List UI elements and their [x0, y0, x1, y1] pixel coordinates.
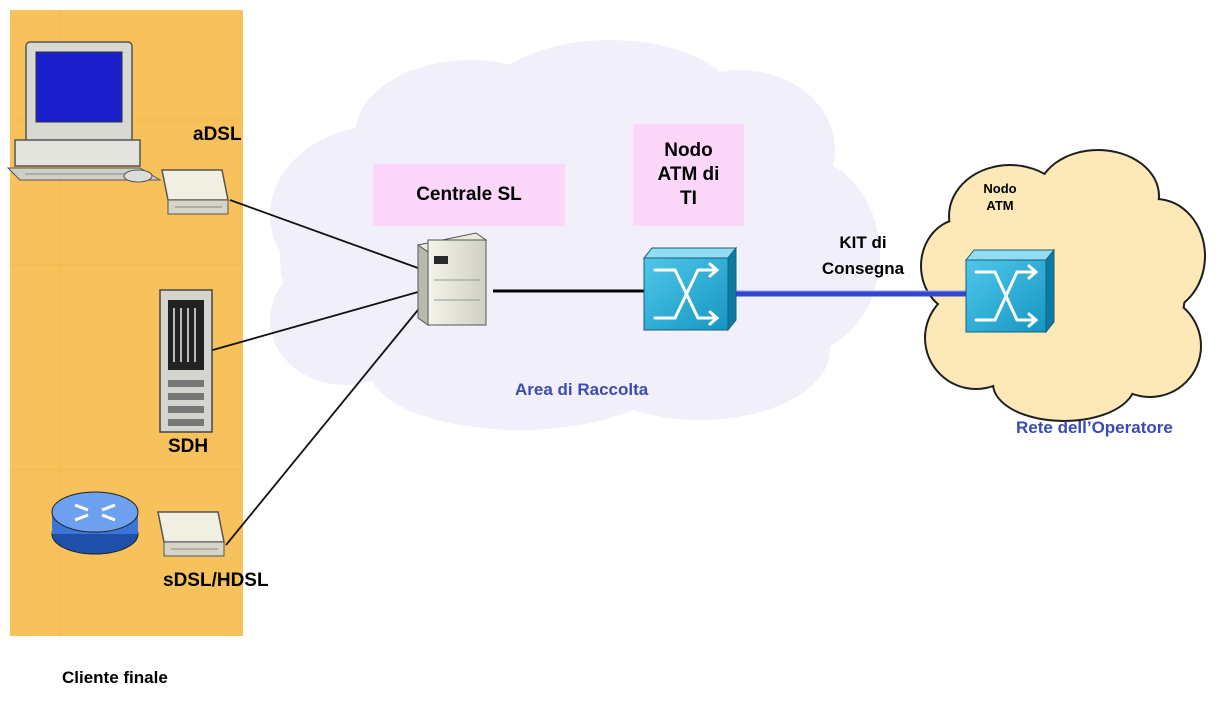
delivery-kit-label: KIT di Consegna — [821, 233, 905, 278]
sdh-label: SDH — [168, 436, 209, 457]
atm-switch-ti-icon — [642, 246, 738, 332]
adsl-label: aDSL — [193, 124, 242, 145]
sdsl-modem-icon — [157, 511, 225, 557]
collection-area-label: Area di Raccolta — [515, 380, 649, 399]
sdsl-hdsl-label: sDSL/HDSL — [163, 570, 269, 591]
central-server-icon — [416, 232, 488, 326]
operator-network-label: Rete dell’Operatore — [1016, 418, 1173, 437]
collection-area-cloud — [270, 40, 880, 430]
adsl-modem-icon — [161, 169, 229, 215]
access-links — [194, 199, 423, 546]
atm-node-ti-label: Nodo ATM di TI — [633, 124, 744, 226]
operator-atm-node-label: Nodo ATM — [983, 181, 1017, 213]
computer-icon — [6, 41, 162, 183]
sdh-rack-icon — [159, 289, 213, 433]
client-panel-title: Cliente finale — [62, 668, 168, 687]
atm-switch-operator-icon — [964, 248, 1056, 334]
operator-cloud — [920, 149, 1206, 422]
central-sl-label: Centrale SL — [373, 164, 565, 226]
router-icon — [51, 491, 139, 555]
